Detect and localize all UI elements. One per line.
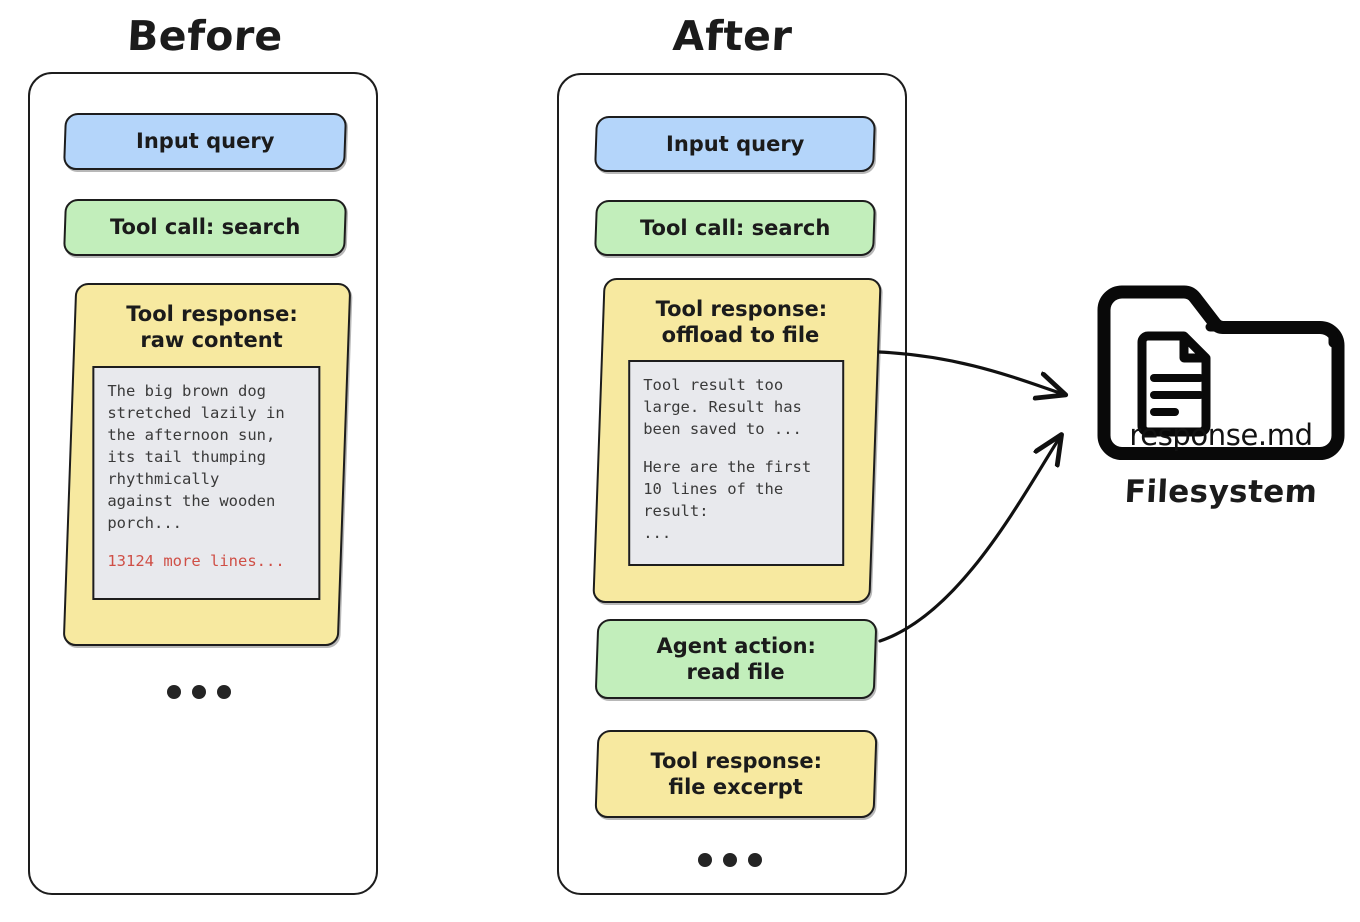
conversation-frame-before: Input query Tool call: search Tool respo… [28,72,378,895]
folder-with-document-icon [1092,282,1350,464]
code-text: The big brown dog stretched lazily in th… [107,382,285,533]
block-label: Input query [135,129,275,154]
block-label-line-1: Tool response: [126,302,299,326]
block-tool-call-before[interactable]: Tool call: search [63,199,347,256]
filesystem-group: response.md Filesystem [1092,282,1350,510]
code-gap [643,440,832,456]
block-label-line-2: offload to file [661,323,820,348]
block-label-line-2: read file [686,660,785,684]
block-label-line-2: raw content [140,328,283,353]
dot [698,853,712,867]
ellipsis-after [698,853,762,867]
block-label: Tool call: search [109,215,301,240]
dot [723,853,737,867]
conversation-frame-after: Input query Tool call: search Tool respo… [557,73,907,895]
column-title-before: Before [125,12,285,60]
block-input-query-before[interactable]: Input query [63,113,347,170]
arrow-read-file-from-filesystem [878,437,1060,643]
dot [192,685,206,699]
block-tool-response-raw-before[interactable]: Tool response: raw content The big brown… [62,283,352,646]
ellipsis-before [167,685,231,699]
block-label: Tool call: search [639,215,831,240]
block-label-line-1: Tool response: [655,297,828,321]
block-input-query-after[interactable]: Input query [594,116,876,172]
block-agent-action-read-file[interactable]: Agent action: read file [594,619,878,699]
column-title-after: After [671,12,794,60]
block-tool-response-offload-after[interactable]: Tool response: offload to file Tool resu… [592,278,882,603]
code-panel-raw-content: The big brown dog stretched lazily in th… [92,366,321,601]
block-label-line-1: Agent action: [656,633,817,658]
filesystem-label: Filesystem [1123,474,1319,510]
block-label: Input query [665,131,805,156]
dot [167,685,181,699]
block-tool-response-file-excerpt[interactable]: Tool response: file excerpt [594,730,878,818]
file-name-label: response.md [1129,418,1313,452]
dot [748,853,762,867]
dot [217,685,231,699]
code-text-part-2: Here are the first 10 lines of the resul… [643,458,812,543]
block-label-line-2: file excerpt [668,775,803,799]
code-text-part-1: Tool result too large. Result has been s… [643,376,802,439]
block-tool-call-after[interactable]: Tool call: search [594,200,876,256]
code-panel-offload-notice: Tool result too large. Result has been s… [628,360,845,567]
code-more-lines: 13124 more lines... [107,552,285,571]
block-label-line-1: Tool response: [650,748,823,773]
